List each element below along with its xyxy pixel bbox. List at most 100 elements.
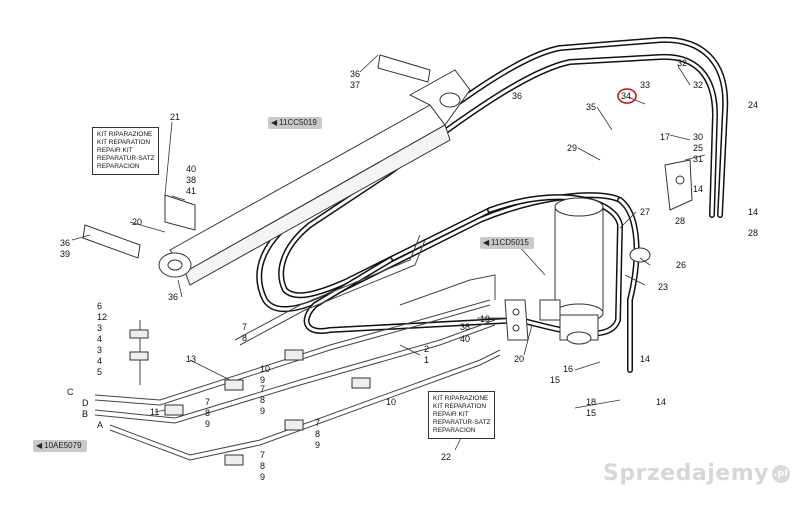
callout-22: 22 [441, 452, 451, 462]
callout-3: 3 [97, 323, 102, 333]
valve-block [504, 299, 529, 341]
callout-14: 14 [656, 397, 666, 407]
callout-8: 8 [315, 429, 320, 439]
callout-11: 11 [150, 407, 159, 417]
mount-bracket [664, 159, 693, 211]
callout-34: 34 [621, 91, 631, 101]
watermark-logo: Sprzedajemy.pl [603, 461, 790, 486]
callout-labels: 36 37 36 21 40 38 41 20 36 39 36 32 33 3… [60, 58, 758, 482]
callout-37: 37 [350, 80, 360, 90]
kit-line: REPARATUR-SATZ [433, 419, 491, 426]
watermark-badge: .pl [772, 465, 790, 483]
kit-line: REPAIR KIT [433, 411, 469, 418]
repair-kit-box-left: KIT RIPARAZIONE KIT REPARATION REPAIR KI… [92, 127, 160, 175]
callout-7: 7 [260, 450, 265, 460]
callout-1: 1 [424, 355, 429, 365]
callout-17: 17 [660, 132, 670, 142]
repair-kit-box-bottom: KIT RIPARAZIONE KIT REPARATION REPAIR KI… [428, 391, 496, 439]
right-cylinder [539, 197, 651, 345]
callout-38: 38 [186, 175, 196, 185]
callout-14: 14 [693, 184, 703, 194]
callout-15: 15 [586, 408, 596, 418]
ref-tag-label: 11CC5019 [279, 118, 317, 127]
kit-line: KIT RIPARAZIONE [97, 131, 153, 138]
callout-14: 14 [748, 207, 758, 217]
pipe-group [94, 234, 501, 461]
callout-40: 40 [460, 334, 470, 344]
callout-36: 36 [350, 69, 360, 79]
kit-line: KIT REPARATION [433, 403, 487, 410]
watermark-text: Sprzedajemy [603, 461, 769, 486]
callout-27: 27 [640, 207, 650, 217]
callout-31: 31 [693, 154, 703, 164]
callout-6: 6 [97, 301, 102, 311]
callout-5: 5 [97, 367, 102, 377]
kit-line: REPAIR KIT [97, 147, 133, 154]
arrow-left-icon: ◀ [483, 238, 490, 247]
callout-20: 20 [514, 354, 524, 364]
callout-8: 8 [260, 395, 265, 405]
callout-36: 36 [60, 238, 70, 248]
callout-36: 36 [512, 91, 522, 101]
callout-13: 13 [186, 354, 196, 364]
callout-30: 30 [693, 132, 703, 142]
callout-3: 3 [97, 345, 102, 355]
ref-tag-left-cylinder[interactable]: ◀11CC5019 [268, 117, 322, 129]
callout-20: 20 [132, 217, 142, 227]
callout-4: 4 [97, 334, 102, 344]
callout-14: 14 [640, 354, 650, 364]
ref-tag-right-cylinder[interactable]: ◀11CD5015 [480, 237, 534, 249]
highlight-circle [617, 88, 637, 104]
callout-4: 4 [97, 356, 102, 366]
callout-28: 28 [675, 216, 685, 226]
left-cylinder [82, 54, 471, 286]
arrow-left-icon: ◀ [36, 441, 43, 450]
callout-28: 28 [748, 228, 758, 238]
kit-line: KIT REPARATION [97, 139, 151, 146]
callout-8: 8 [260, 461, 265, 471]
kit-line: KIT RIPARAZIONE [433, 395, 489, 402]
ref-tag-label: 10AE5079 [44, 441, 82, 450]
callout-2: 2 [424, 344, 429, 354]
ref-tag-bottom-left[interactable]: ◀10AE5079 [33, 440, 87, 452]
callout-16: 16 [563, 364, 573, 374]
callout-9: 9 [315, 440, 320, 450]
callout-38: 38 [460, 322, 470, 332]
callout-40: 40 [186, 164, 196, 174]
callout-9: 9 [260, 406, 265, 416]
callout-23: 23 [658, 282, 668, 292]
kit-line: REPARACION [97, 163, 140, 170]
clamp-group [129, 329, 371, 466]
callout-C: C [67, 387, 74, 397]
callout-29: 29 [567, 143, 577, 153]
callout-7: 7 [205, 397, 210, 407]
callout-D: D [82, 398, 89, 408]
arrow-left-icon: ◀ [271, 118, 278, 127]
callout-24: 24 [748, 100, 758, 110]
callout-33: 33 [640, 80, 650, 90]
callout-15: 15 [550, 375, 560, 385]
callout-41: 41 [186, 186, 196, 196]
kit-line: REPARACION [433, 427, 476, 434]
callout-8: 8 [242, 333, 247, 343]
callout-9: 9 [260, 472, 265, 482]
callout-9: 9 [260, 375, 265, 385]
callout-10: 10 [386, 397, 396, 407]
callout-9: 9 [205, 419, 210, 429]
callout-32: 32 [677, 58, 687, 68]
callout-39: 39 [60, 249, 70, 259]
callout-12: 12 [97, 312, 107, 322]
callout-10: 10 [260, 364, 270, 374]
callout-36: 36 [168, 292, 178, 302]
callout-35: 35 [586, 102, 596, 112]
callout-A: A [97, 420, 103, 430]
callout-25: 25 [693, 143, 703, 153]
leader-lines [71, 54, 706, 451]
callout-7: 7 [242, 322, 247, 332]
callout-7: 7 [260, 384, 265, 394]
callout-26: 26 [676, 260, 686, 270]
kit-line: REPARATUR-SATZ [97, 155, 155, 162]
callout-7: 7 [315, 418, 320, 428]
